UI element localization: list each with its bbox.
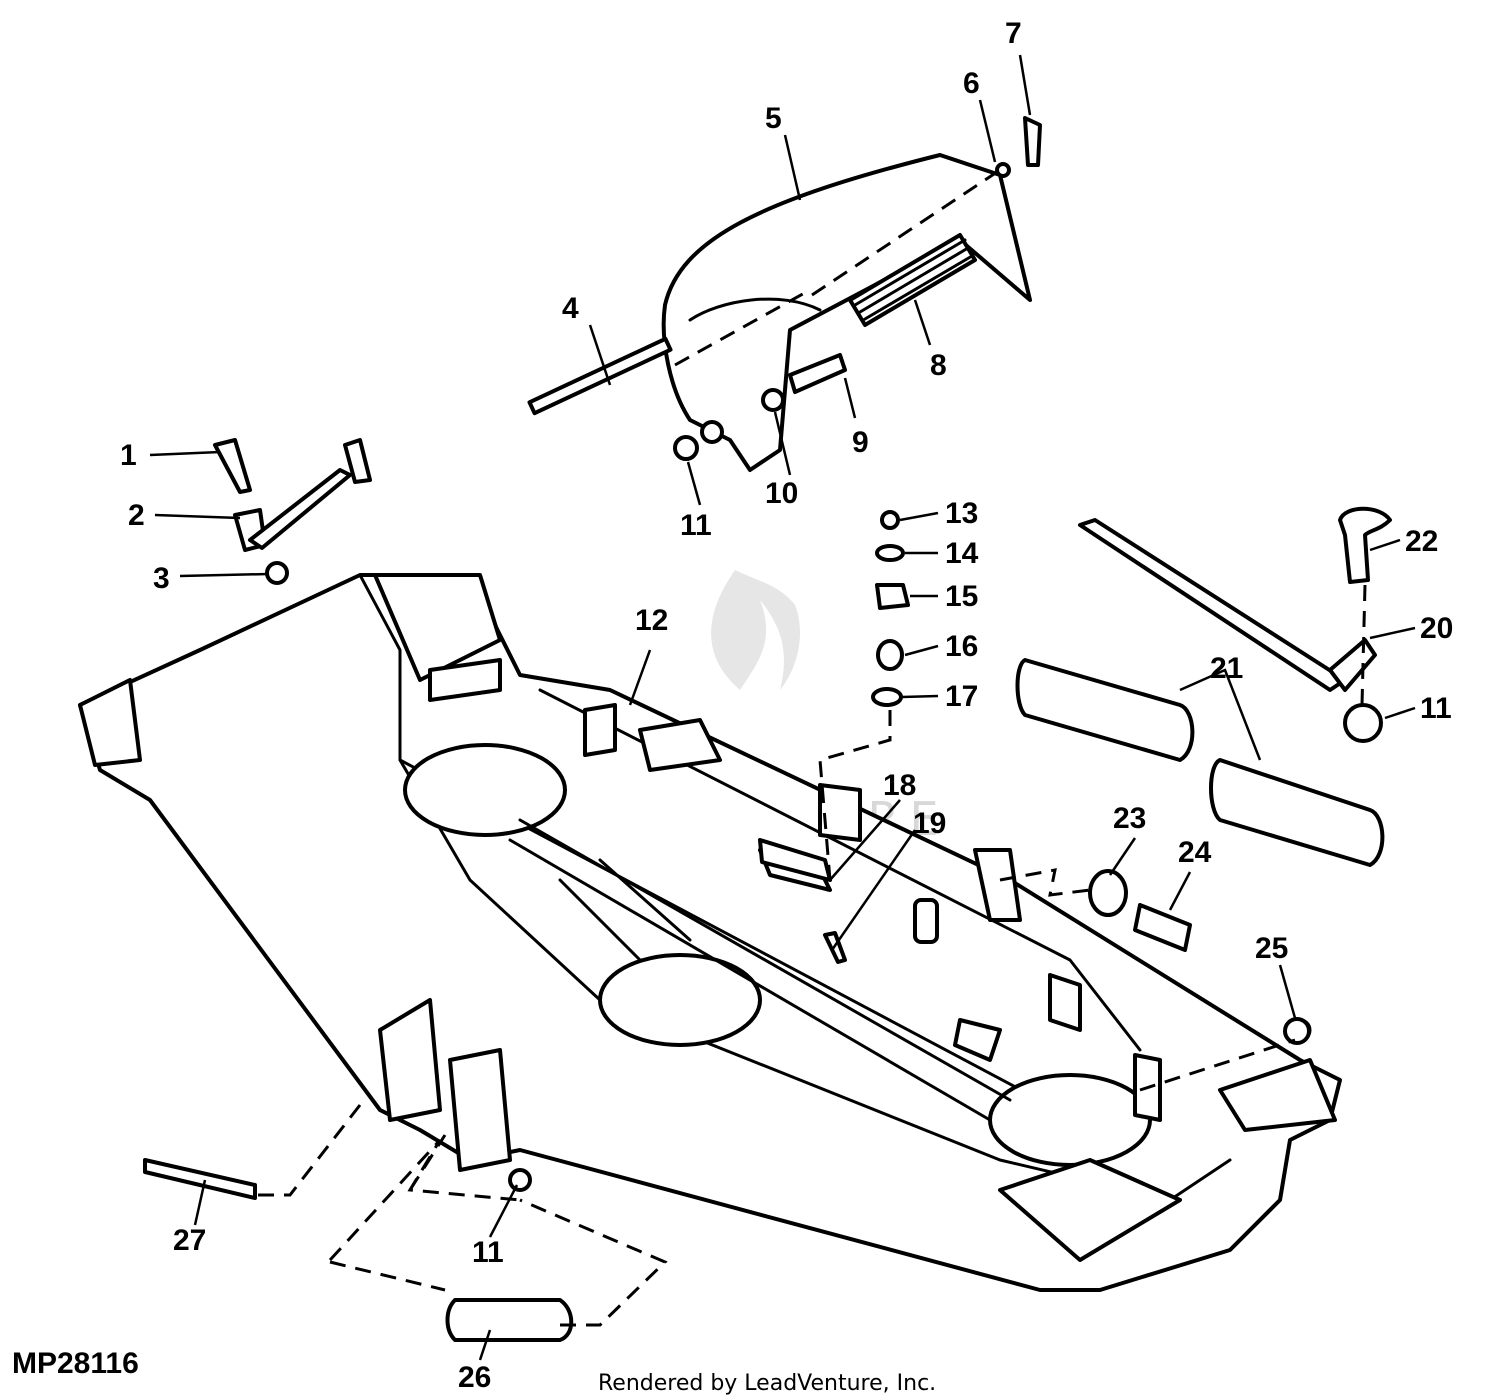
callout-18: 18: [883, 769, 916, 802]
callout-2: 2: [128, 499, 145, 532]
credit-text: Rendered by LeadVenture, Inc.: [598, 1371, 936, 1396]
callout-15: 15: [945, 580, 978, 613]
callout-8: 8: [930, 349, 947, 382]
callout-7: 7: [1005, 17, 1022, 50]
callout-13: 13: [945, 497, 978, 530]
callout-11-a: 11: [680, 509, 712, 542]
callout-17: 17: [945, 680, 978, 713]
figure-code: MP28116: [12, 1347, 139, 1380]
callout-23: 23: [1113, 802, 1146, 835]
dashed-lines: [255, 168, 1367, 1327]
callout-11-b: 11: [1420, 692, 1452, 725]
callout-5: 5: [765, 102, 782, 135]
callout-27: 27: [173, 1224, 206, 1257]
discharge-chute-cover: [527, 153, 1032, 472]
small-parts: [143, 116, 1392, 1342]
callout-21: 21: [1210, 652, 1243, 685]
callout-11-c: 11: [472, 1236, 504, 1269]
callout-16: 16: [945, 630, 978, 663]
callout-9: 9: [852, 426, 869, 459]
callout-19: 19: [913, 807, 946, 840]
callout-25: 25: [1255, 932, 1288, 965]
callout-22: 22: [1405, 525, 1438, 558]
callout-3: 3: [153, 562, 170, 595]
callout-1: 1: [120, 439, 137, 472]
callout-24: 24: [1178, 836, 1212, 869]
callout-26: 26: [458, 1361, 491, 1394]
callout-12: 12: [635, 604, 668, 637]
callout-6: 6: [963, 67, 980, 100]
callout-20: 20: [1420, 612, 1453, 645]
leader-lines: [149, 54, 1416, 1361]
callout-10: 10: [765, 477, 798, 510]
callout-14: 14: [945, 537, 979, 570]
callout-4: 4: [562, 292, 579, 325]
callouts: 1 2 3 4 5 6 7 8 9 10 11 11 11 12 13 14 1…: [120, 17, 1453, 1394]
mower-deck: [78, 573, 1342, 1292]
